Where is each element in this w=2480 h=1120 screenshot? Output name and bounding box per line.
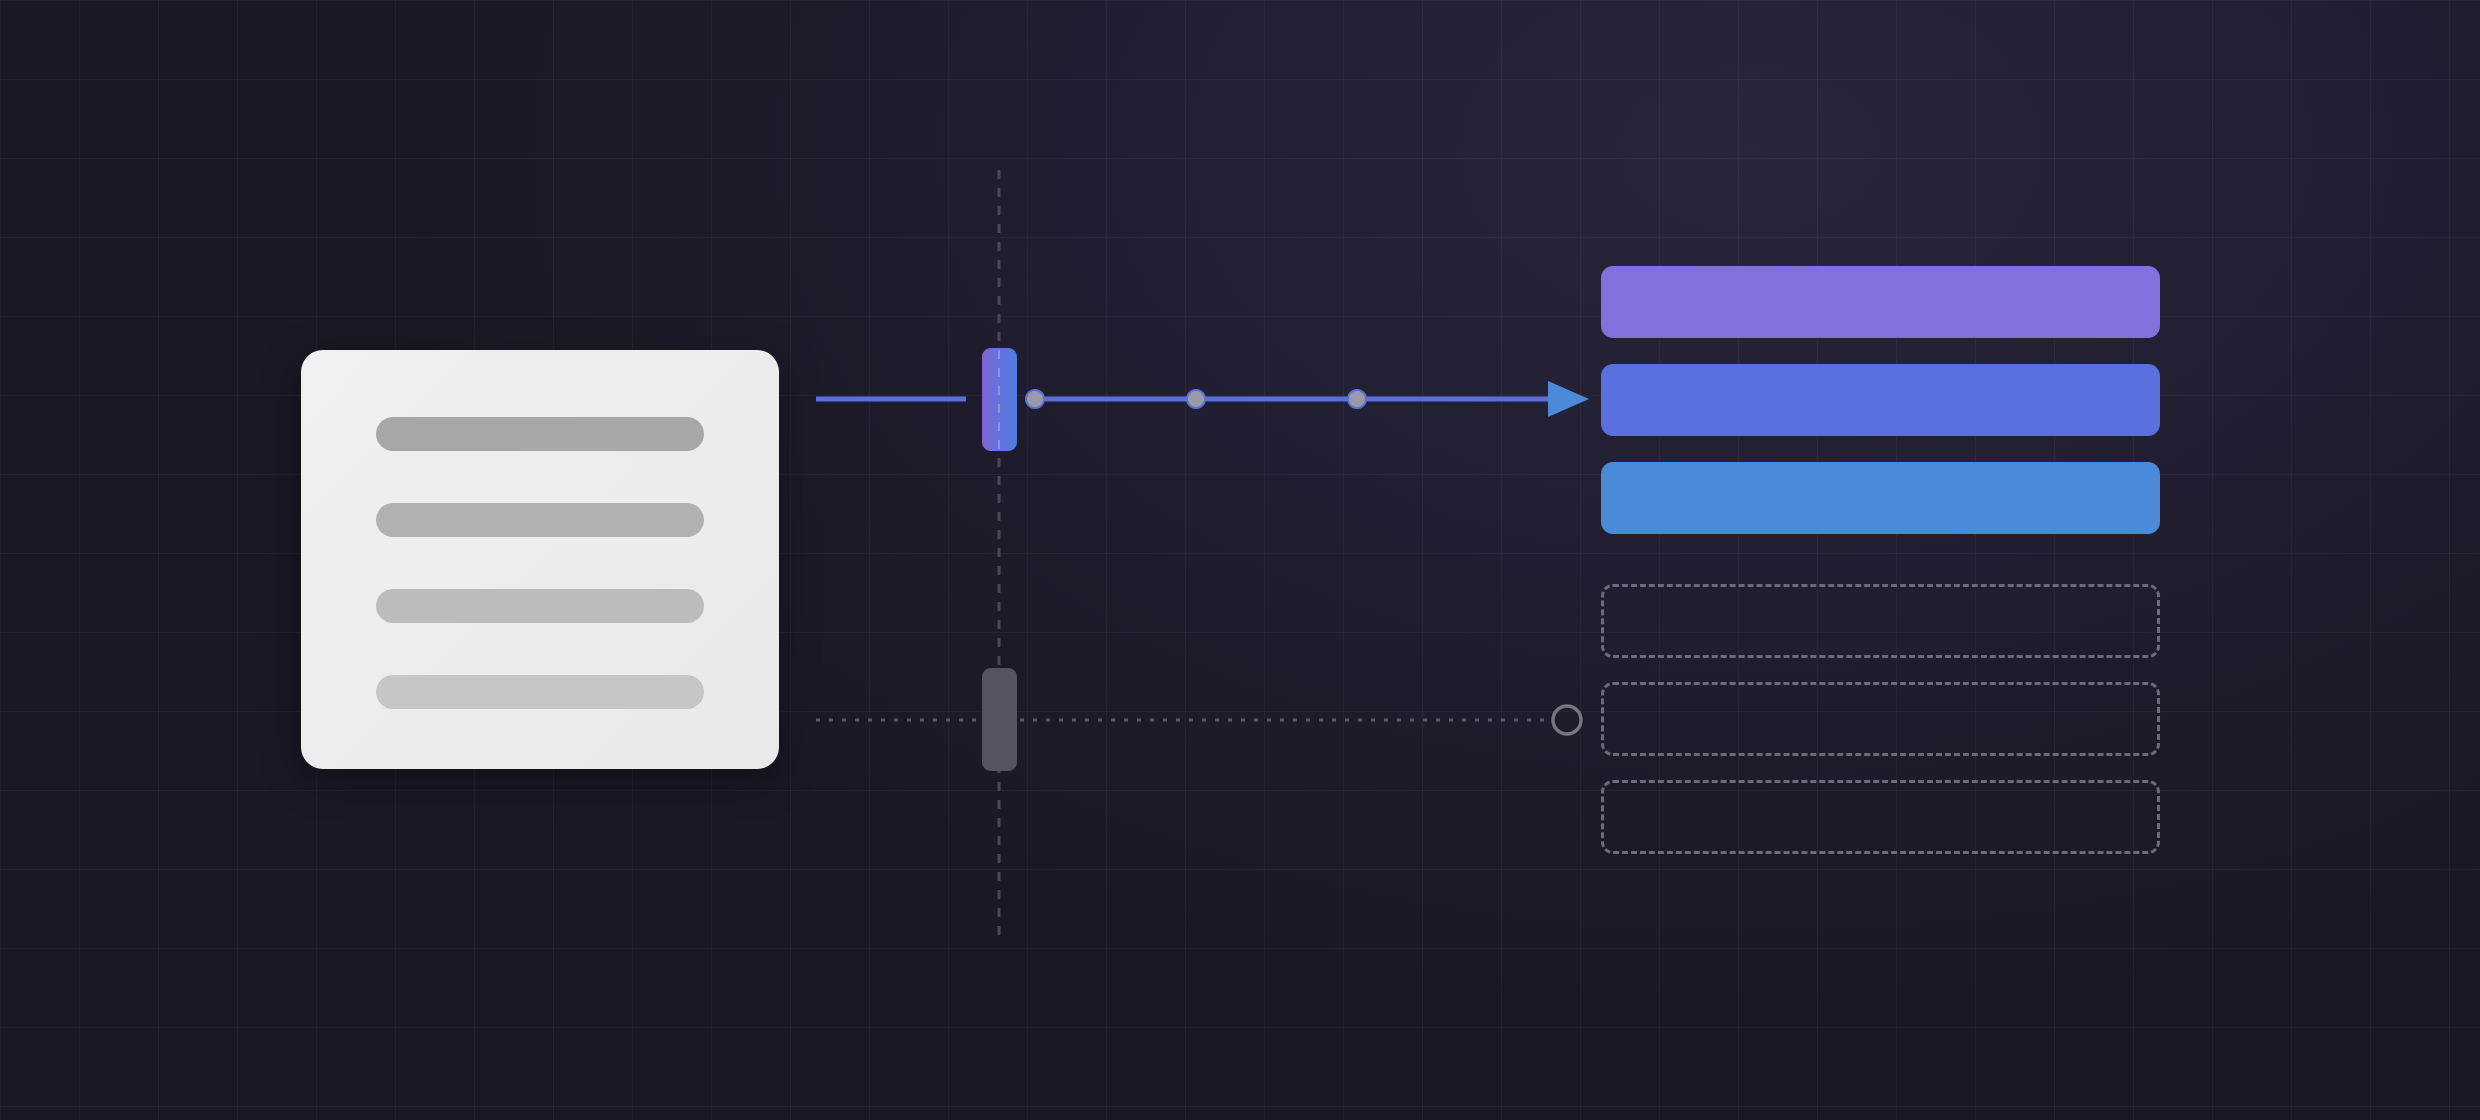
source-line-2: [376, 503, 704, 537]
output-block-indigo: [1601, 364, 2160, 436]
output-placeholder-2: [1601, 682, 2160, 756]
output-block-blue: [1601, 462, 2160, 534]
hollow-circle-icon: [1551, 704, 1583, 736]
waypoint-2: [1186, 389, 1206, 409]
source-document-card: [301, 350, 779, 769]
output-block-purple: [1601, 266, 2160, 338]
active-gate: [982, 348, 1017, 451]
output-placeholder-1: [1601, 584, 2160, 658]
inactive-gate: [982, 668, 1017, 771]
output-placeholder-3: [1601, 780, 2160, 854]
arrow-right-icon: [1548, 381, 1589, 417]
waypoint-3: [1347, 389, 1367, 409]
source-line-1: [376, 417, 704, 451]
source-line-3: [376, 589, 704, 623]
source-line-4: [376, 675, 704, 709]
waypoint-1: [1025, 389, 1045, 409]
